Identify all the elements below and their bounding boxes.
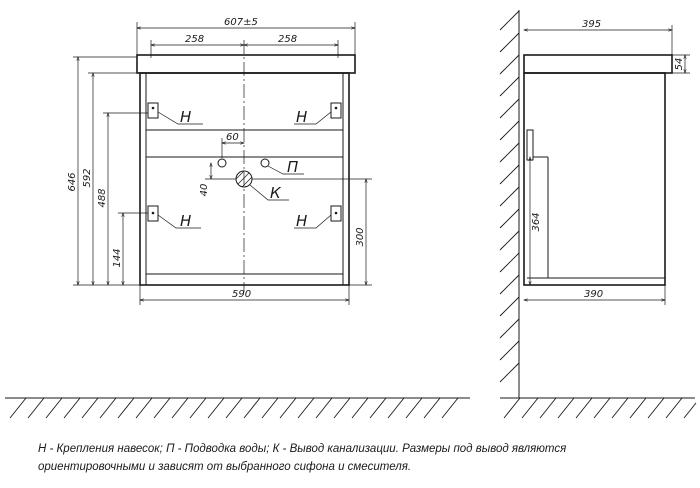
- dim-half-left-label: 258: [185, 34, 204, 45]
- water-supply-hole-right: [260, 158, 270, 168]
- leader-mount-top-right: [294, 111, 332, 125]
- mount-bracket-bottom-right: [330, 205, 342, 222]
- label-mount-bottom-right: Н: [296, 212, 307, 230]
- side-view: 395 54 364 390: [499, 10, 690, 398]
- label-water-supply: П: [287, 158, 298, 176]
- side-siphon: [526, 129, 534, 161]
- dim-overall-width-label: 607±5: [224, 17, 258, 28]
- side-cabinet: [523, 72, 666, 286]
- mount-bracket-top-left: [147, 102, 159, 119]
- front-view: Н Н Н Н П К 607±5 258: [67, 17, 372, 305]
- leader-mount-bottom-right: [294, 214, 332, 229]
- basin-top: [136, 54, 356, 74]
- wall-hatching: [499, 10, 520, 383]
- leader-mount-bottom-left: [157, 214, 201, 229]
- leader-mount-top-left: [157, 111, 203, 125]
- dim-half-right-label: 258: [278, 34, 297, 45]
- dim-top-thickness-label: 54: [674, 58, 685, 71]
- mount-bracket-bottom-left: [147, 205, 159, 222]
- dim-cabinet-height-label: 364: [531, 212, 542, 231]
- side-top: [523, 54, 673, 74]
- dim-bottom-width-label: 590: [232, 289, 251, 300]
- dim-height-646-label: 646: [67, 172, 78, 191]
- mount-bracket-top-right: [330, 102, 342, 119]
- dim-bottom-depth-label: 390: [584, 289, 603, 300]
- label-mount-bottom-left: Н: [180, 212, 191, 230]
- leader-sewer: [249, 184, 289, 201]
- label-mount-top-left: Н: [180, 108, 191, 126]
- label-mount-top-right: Н: [296, 108, 307, 126]
- dim-height-144-label: 144: [112, 248, 123, 267]
- dim-drain-height-label: 40: [199, 184, 210, 197]
- dim-height-592-label: 592: [82, 168, 93, 187]
- water-supply-hole-left: [217, 158, 227, 168]
- floor-right: [500, 397, 697, 419]
- leader-water-supply: [267, 165, 304, 175]
- dim-top-depth-label: 395: [582, 19, 601, 30]
- dim-height-488-label: 488: [97, 188, 108, 207]
- dim-right-height-label: 300: [355, 227, 366, 246]
- note-line-2: ориентировочными и зависят от выбранного…: [38, 461, 412, 473]
- note-line-1: Н - Крепления навесок; П - Подводка воды…: [38, 443, 567, 455]
- floor-left: [5, 397, 470, 419]
- dim-drain-offset-label: 60: [226, 132, 239, 143]
- label-sewer-outlet: К: [270, 184, 282, 202]
